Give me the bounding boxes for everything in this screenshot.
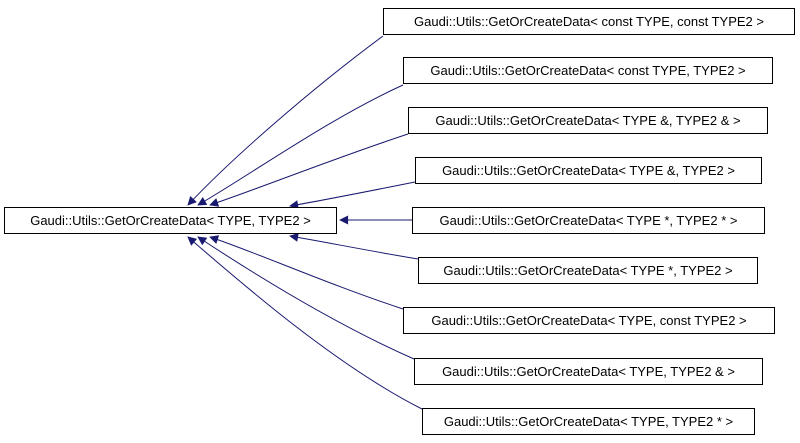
inheritance-arrow xyxy=(209,235,404,310)
class-node-type-type2-ptr[interactable]: Gaudi::Utils::GetOrCreateData< TYPE, TYP… xyxy=(422,408,755,435)
class-node-type-ptr-type2-ptr[interactable]: Gaudi::Utils::GetOrCreateData< TYPE *, T… xyxy=(412,207,765,234)
inheritance-arrow xyxy=(209,133,409,207)
inheritance-arrow xyxy=(289,181,416,210)
class-node-base-type-type2[interactable]: Gaudi::Utils::GetOrCreateData< TYPE, TYP… xyxy=(4,207,337,234)
class-node-type-type2-ref[interactable]: Gaudi::Utils::GetOrCreateData< TYPE, TYP… xyxy=(414,358,763,385)
class-node-type-ref-type2-ref[interactable]: Gaudi::Utils::GetOrCreateData< TYPE &, T… xyxy=(408,107,768,134)
class-node-type-ptr-type2[interactable]: Gaudi::Utils::GetOrCreateData< TYPE *, T… xyxy=(418,257,758,284)
class-node-type-ref-type2[interactable]: Gaudi::Utils::GetOrCreateData< TYPE &, T… xyxy=(415,157,762,184)
inheritance-arrow xyxy=(187,236,423,410)
inheritance-arrow xyxy=(187,35,384,206)
inheritance-arrow xyxy=(289,232,419,260)
inheritance-arrow xyxy=(197,84,404,206)
class-node-const-type-const-type2[interactable]: Gaudi::Utils::GetOrCreateData< const TYP… xyxy=(383,8,795,35)
inheritance-arrow xyxy=(197,236,415,360)
class-node-type-const-type2[interactable]: Gaudi::Utils::GetOrCreateData< TYPE, con… xyxy=(403,307,775,334)
class-node-const-type-type2[interactable]: Gaudi::Utils::GetOrCreateData< const TYP… xyxy=(403,57,773,84)
